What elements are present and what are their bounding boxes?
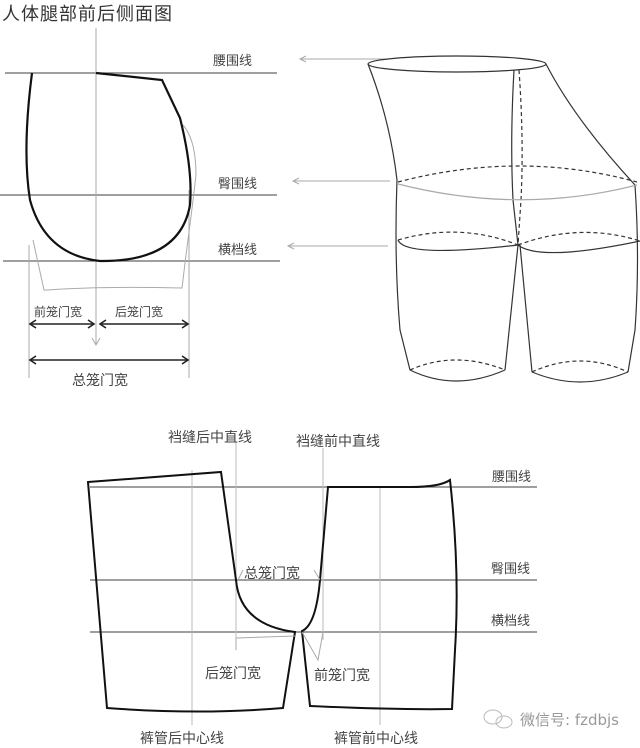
waistband-ellipse	[367, 55, 547, 73]
watermark-text: 微信号: fzdbjs	[520, 711, 620, 729]
top-waist-line-label: 腰围线	[213, 54, 253, 69]
top-total-crotch-width-label: 总笼门宽	[72, 373, 128, 389]
trousers-3d-illustration	[367, 55, 640, 383]
bottom-back-crotch-width-label: 后笼门宽	[205, 666, 261, 682]
bottom-crotch-line-label: 横档线	[491, 614, 531, 629]
annotation-leaders	[235, 569, 324, 662]
bottom-hip-line-label: 臀围线	[491, 562, 531, 577]
front-crotch-seam-center-label: 裆缝前中直线	[296, 434, 380, 450]
dimension-arrows	[28, 319, 190, 365]
diagram-title: 人体腿部前后侧面图	[2, 4, 173, 25]
top-crotch-line-label: 横档线	[218, 243, 258, 258]
front-leg-center-line-label: 裤管前中心线	[334, 731, 418, 747]
back-pattern-piece	[86, 470, 297, 713]
bottom-front-crotch-width-label: 前笼门宽	[314, 668, 370, 684]
body-profile-curve	[25, 71, 192, 263]
bottom-total-crotch-width-label: 总笼门宽	[244, 566, 300, 582]
pointer-arrows	[286, 55, 390, 250]
bottom-waist-line-label: 腰围线	[492, 470, 532, 485]
top-back-crotch-width-label: 后笼门宽	[115, 305, 164, 319]
side-profile-diagram	[0, 28, 280, 378]
top-hip-line-label: 臀围线	[218, 177, 258, 192]
wechat-icon	[483, 709, 513, 729]
back-crotch-seam-center-label: 裆缝后中直线	[168, 430, 252, 446]
top-front-crotch-width-label: 前笼门宽	[34, 305, 83, 319]
back-leg-center-line-label: 裤管后中心线	[140, 731, 224, 747]
flat-pattern-diagram	[86, 442, 537, 725]
leg-outline	[32, 124, 197, 291]
front-pattern-piece	[300, 478, 458, 711]
